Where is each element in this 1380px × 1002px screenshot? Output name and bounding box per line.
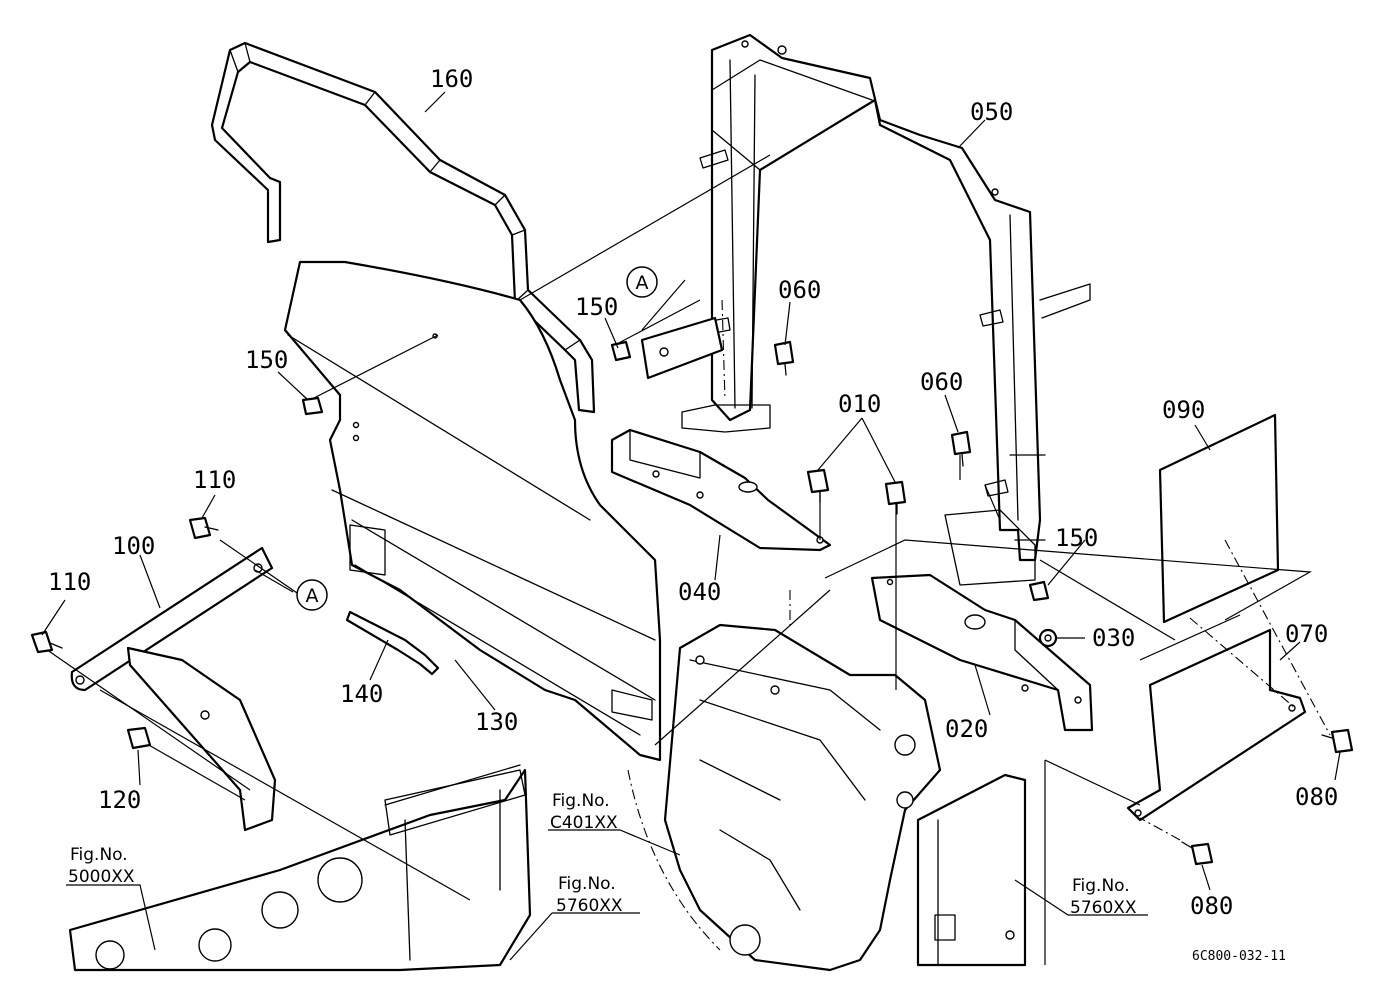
label-080-lower: 080 — [1190, 892, 1233, 920]
marker-a-lower-text: A — [306, 585, 319, 607]
label-150-left: 150 — [245, 346, 288, 374]
flywheel-housing — [627, 623, 942, 972]
marker-a-lower: A — [296, 579, 328, 611]
label-030: 030 — [1092, 624, 1135, 652]
ref-5760-left-number: 5760XX — [556, 896, 623, 916]
part-020-bracket — [870, 573, 1094, 732]
bolt-150-mid — [610, 340, 632, 362]
part-100-stay — [70, 546, 277, 832]
stud-frame-2 — [979, 309, 1004, 327]
ref-5760-left-prefix: Fig.No. — [558, 874, 616, 894]
part-labels: 160 050 060 150 150 010 060 090 150 030 … — [48, 65, 1338, 920]
part-140-strip — [345, 610, 440, 676]
drawing-code: 6C800-032-11 — [1192, 949, 1286, 964]
ref-5760-right-prefix: Fig.No. — [1072, 876, 1130, 896]
part-090-plate — [1158, 413, 1280, 624]
bolt-110-upper — [188, 516, 219, 540]
marker-a-upper: A — [626, 266, 658, 298]
plate-a-bracket — [640, 316, 724, 380]
bolt-150-right — [1028, 580, 1050, 602]
label-100: 100 — [112, 532, 155, 560]
ref-5000-prefix: Fig.No. — [70, 845, 128, 865]
label-090: 090 — [1162, 396, 1205, 424]
part-070-plate — [1126, 628, 1307, 822]
bolt-060-left — [773, 340, 795, 376]
label-leaders — [41, 91, 1341, 961]
label-060-left: 060 — [778, 276, 821, 304]
fasteners — [30, 149, 1354, 866]
bolt-060-right — [950, 430, 972, 467]
bolt-080-lower — [1181, 841, 1214, 866]
bolt-010-left — [806, 468, 830, 503]
engine-block — [68, 764, 532, 972]
nut-030 — [1038, 628, 1058, 648]
label-120: 120 — [98, 786, 141, 814]
part-040-bracket — [610, 428, 832, 552]
label-040: 040 — [678, 578, 721, 606]
label-070: 070 — [1285, 620, 1328, 648]
label-110-upper: 110 — [193, 466, 236, 494]
figure-references: Fig.No. C401XX Fig.No. 5000XX Fig.No. 57… — [68, 791, 1137, 918]
label-160: 160 — [430, 65, 473, 93]
bolt-110-lower — [30, 630, 63, 654]
label-110-lower: 110 — [48, 568, 91, 596]
stud-frame-1 — [699, 149, 729, 169]
stud-frame-3 — [984, 479, 1009, 497]
label-130: 130 — [475, 708, 518, 736]
marker-a-upper-text: A — [636, 272, 649, 294]
label-050: 050 — [970, 98, 1013, 126]
label-140: 140 — [340, 680, 383, 708]
label-060-right: 060 — [920, 368, 963, 396]
bolt-010-right — [884, 480, 907, 515]
bolt-080-upper — [1321, 728, 1354, 754]
label-080-upper: 080 — [1295, 783, 1338, 811]
part-130-cover-panel — [283, 260, 691, 762]
ref-5760-right-number: 5760XX — [1070, 898, 1137, 918]
label-150-mid: 150 — [575, 293, 618, 321]
label-010: 010 — [838, 390, 881, 418]
phantom-lines — [39, 154, 1331, 965]
bolt-120 — [126, 726, 152, 750]
ref-c401-number: C401XX — [550, 813, 618, 833]
label-150-right: 150 — [1055, 524, 1098, 552]
part-050-frame — [681, 33, 1091, 586]
ref-c401-prefix: Fig.No. — [552, 791, 610, 811]
label-020: 020 — [945, 715, 988, 743]
lower-plate-right — [916, 773, 1027, 967]
bolt-150-left — [301, 396, 324, 416]
ref-5000-number: 5000XX — [68, 867, 135, 887]
